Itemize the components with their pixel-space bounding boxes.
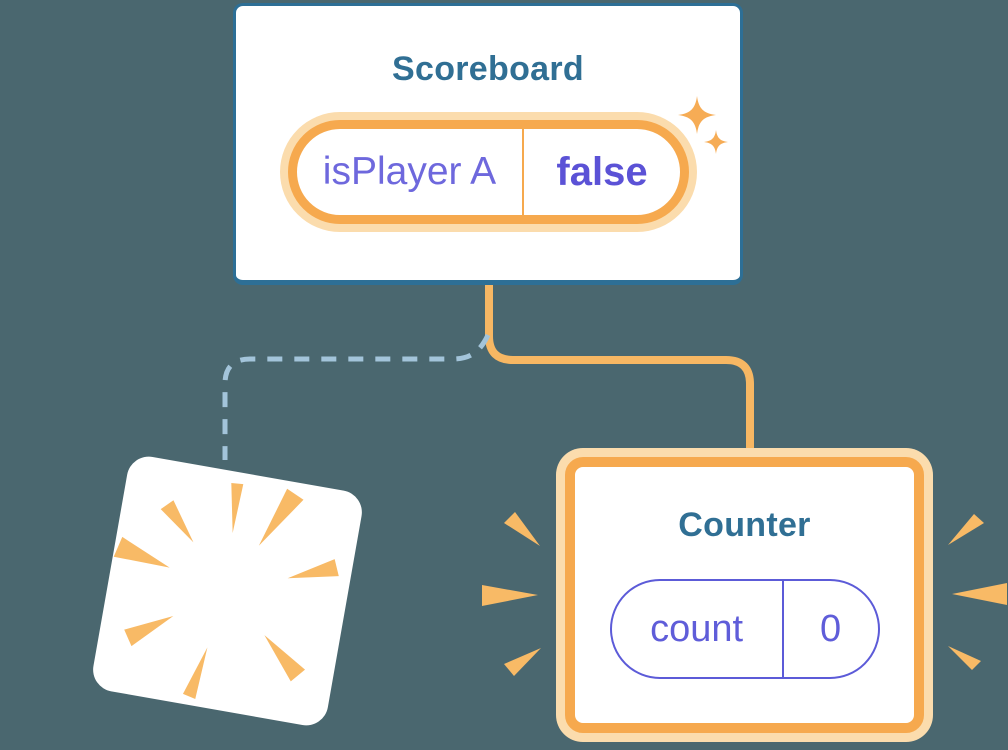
counter-component-card: Counter count 0 xyxy=(565,457,924,733)
state-value-label: 0 xyxy=(820,607,842,650)
poof-ray-icon xyxy=(160,500,194,543)
emphasis-ray-icon xyxy=(482,585,538,606)
emphasis-ray-icon xyxy=(504,648,541,676)
state-value-cell: 0 xyxy=(784,581,878,677)
counter-state-pill: count 0 xyxy=(609,579,880,679)
state-value-cell: false xyxy=(524,129,679,215)
connector-scoreboard-to-counter xyxy=(485,284,754,455)
state-value-label: false xyxy=(556,149,648,194)
pill-divider xyxy=(781,581,784,677)
state-key-cell: count xyxy=(612,581,782,677)
poof-removed-component xyxy=(93,456,362,726)
pill-divider xyxy=(522,129,525,215)
poof-ray-icon xyxy=(182,647,208,700)
connector-scoreboard-to-removed-dashed xyxy=(222,333,491,460)
counter-emphasis-rays xyxy=(482,512,1007,676)
removed-component-card xyxy=(93,456,362,726)
emphasis-ray-icon xyxy=(952,583,1007,605)
emphasis-ray-icon xyxy=(504,512,540,546)
poof-ray-icon xyxy=(124,615,174,647)
scoreboard-component-card: Scoreboard isPlayer A false xyxy=(233,3,743,285)
poof-ray-icon xyxy=(258,488,304,546)
poof-ray-icon xyxy=(264,635,306,682)
poof-ray-icon xyxy=(113,536,170,568)
counter-title: Counter xyxy=(678,506,811,544)
poof-ray-icon xyxy=(231,483,244,534)
emphasis-ray-icon xyxy=(948,514,984,545)
state-key-label: count xyxy=(650,607,744,650)
state-key-cell: isPlayer A xyxy=(297,129,523,215)
scoreboard-state-pill: isPlayer A false xyxy=(287,120,689,224)
scoreboard-title: Scoreboard xyxy=(392,50,584,88)
state-key-label: isPlayer A xyxy=(322,150,497,193)
emphasis-ray-icon xyxy=(948,646,981,670)
poof-ray-icon xyxy=(287,559,339,579)
